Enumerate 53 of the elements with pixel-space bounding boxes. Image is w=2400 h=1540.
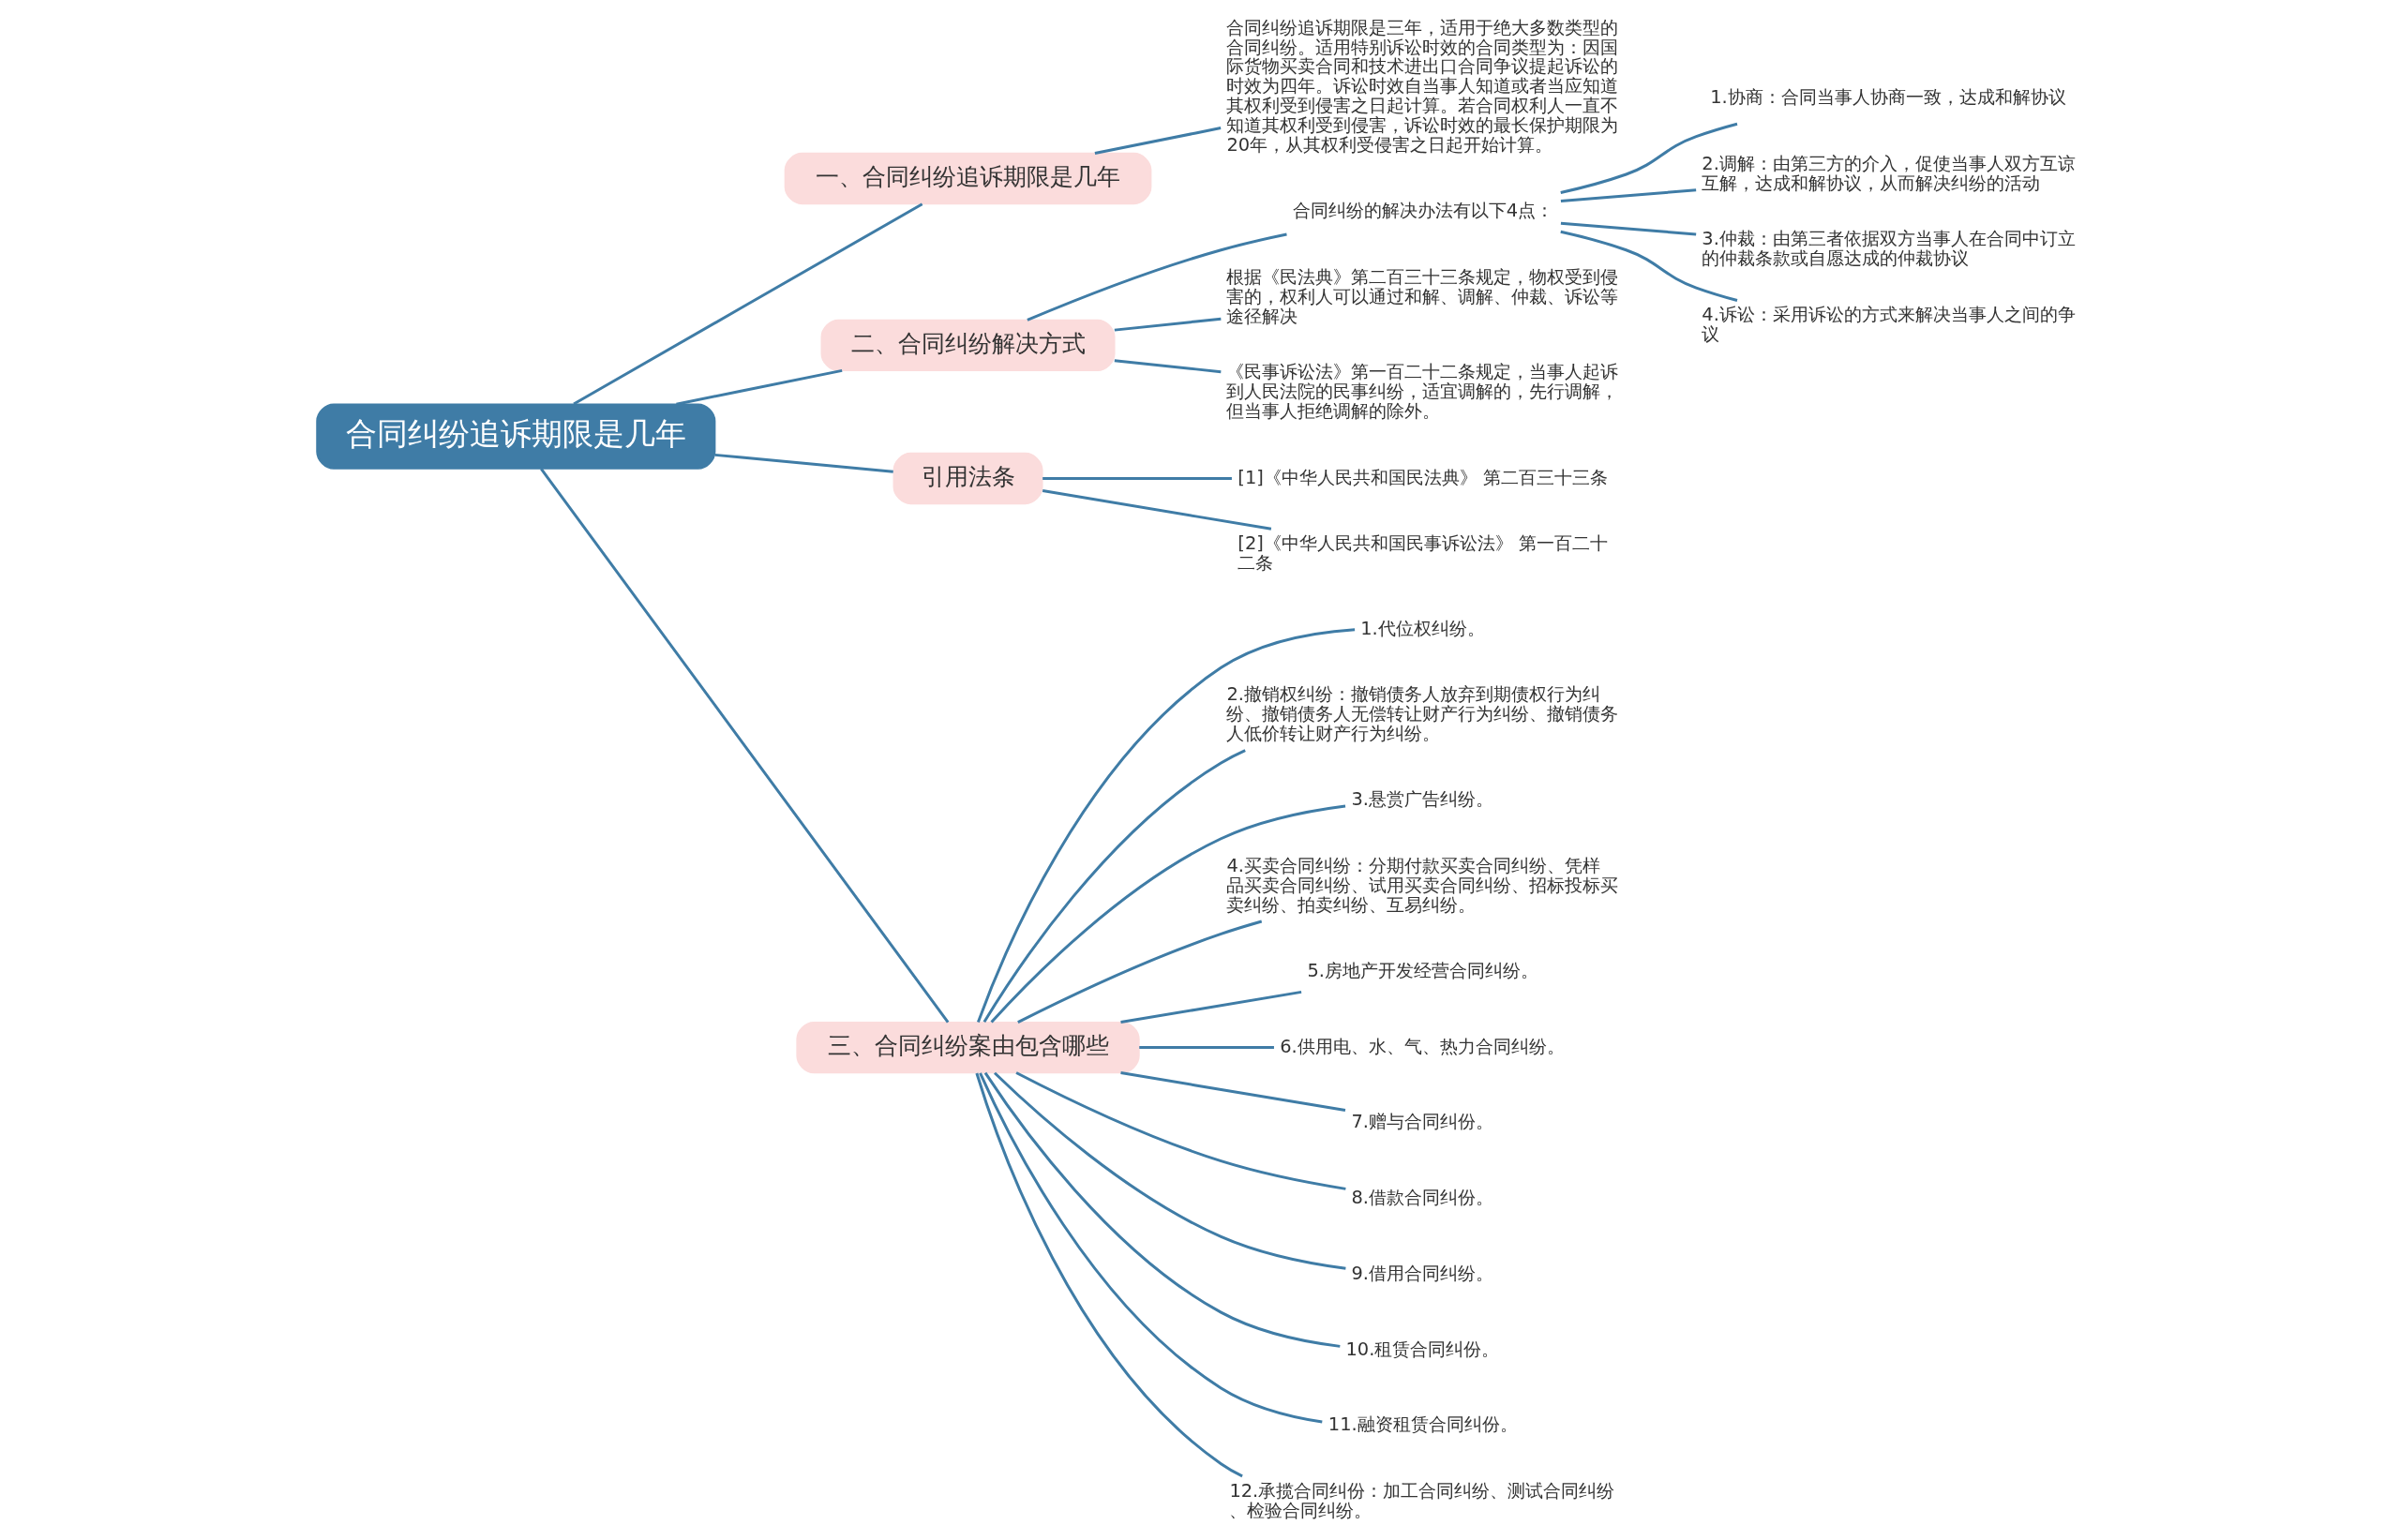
connector: [1560, 221, 1697, 236]
connector: [993, 1071, 1346, 1270]
node-text: 合同纠纷追诉期限是三年，适用于绝大多数类型的合同纠纷。适用特别诉讼时效的合同类型为：因国际货物买卖合同和技术进出口合同争议提起诉讼的时效为四年。诉讼时效自当事人知道或者当应知道其权利受到侵害之日起计算。若合同权利人一直不知道其权利受到侵害，诉讼时效的最长保护期限为20年，从其权利受侵害之日起开始计算。: [1226, 16, 1619, 157]
connector: [975, 1072, 1243, 1478]
node-box: 二、合同纠纷解决方式: [820, 319, 1116, 372]
connector: [1120, 990, 1302, 1024]
connector: [1017, 920, 1263, 1024]
connector: [676, 368, 843, 406]
node-text: 5.房地产开发经营合同纠纷。: [1307, 959, 1538, 981]
connector: [1139, 1046, 1274, 1050]
node-text: 3.仲裁：由第三者依据双方当事人在合同中订立的仲裁条款或自愿达成的仲裁协议: [1702, 228, 2076, 270]
node-text: 8.借款合同纠份。: [1351, 1187, 1494, 1209]
connector: [1042, 489, 1272, 531]
connector: [983, 1071, 1341, 1348]
connector: [1042, 477, 1232, 480]
node-text: 10.租赁合同纠份。: [1345, 1338, 1500, 1360]
node-text: [1]《中华人民共和国民法典》 第二百三十三条: [1238, 466, 1609, 488]
node-text: 根据《民法典》第二百三十三条规定，物权受到侵害的，权利人可以通过和解、调解、仲裁、诉讼等途径解决: [1226, 265, 1619, 327]
node-text: [2]《中华人民共和国民事诉讼法》 第一百二十二条: [1238, 531, 1609, 574]
connector: [540, 468, 950, 1024]
connector: [990, 804, 1346, 1024]
connector: [1560, 230, 1738, 302]
node-text: 1.代位权纠纷。: [1360, 618, 1485, 640]
connector: [979, 1072, 1323, 1424]
node-text: 6.供用电、水、气、热力合同纠纷。: [1280, 1035, 1565, 1057]
connector: [1015, 1071, 1346, 1190]
connector: [714, 453, 893, 473]
node-text: 12.承揽合同纠份：加工合同纠纷、测试合同纠纷、检验合同纠纷。: [1229, 1479, 1615, 1521]
node-text: 4.买卖合同纠纷：分期付款买卖合同纠纷、凭样品买卖合同纠纷、试用买卖合同纠纷、招标投标买卖纠纷、拍卖纠纷、互易纠纷。: [1226, 854, 1619, 916]
node-text: 《民事诉讼法》第一百二十二条规定，当事人起诉到人民法院的民事纠纷，适宜调解的，先行调解，但当事人拒绝调解的除外。: [1226, 361, 1619, 423]
node-text: 11.融资租赁合同纠份。: [1328, 1413, 1518, 1436]
node-text: 4.诉讼：采用诉讼的方式来解决当事人之间的争议: [1702, 304, 2076, 346]
node-text: 1.协商：合同当事人协商一致，达成和解协议: [1710, 86, 2066, 109]
node-text: 3.悬赏广告纠纷。: [1351, 788, 1494, 811]
node-text: 9.借用合同纠纷。: [1351, 1262, 1494, 1284]
node-text: 2.调解：由第三方的介入，促使当事人双方互谅互解，达成和解协议，从而解决纠纷的活动: [1702, 152, 2076, 194]
connector: [1120, 1071, 1346, 1113]
node-box: 合同纠纷追诉期限是几年: [316, 403, 716, 470]
node-box: 三、合同纠纷案由包含哪些: [796, 1021, 1140, 1074]
connector: [573, 202, 923, 406]
connector: [1114, 317, 1222, 332]
connector: [1114, 359, 1222, 374]
connector: [1560, 122, 1738, 194]
node-text: 合同纠纷的解决办法有以下4点：: [1292, 200, 1554, 222]
connector: [1027, 232, 1287, 321]
node-text: 7.赠与合同纠份。: [1351, 1111, 1494, 1133]
connector: [982, 749, 1246, 1024]
connector: [976, 628, 1356, 1023]
connector: [1560, 188, 1697, 203]
node-box: 引用法条: [892, 452, 1043, 505]
connector: [1094, 127, 1222, 155]
node-box: 一、合同纠纷追诉期限是几年: [784, 152, 1152, 205]
node-text: 2.撤销权纠纷：撤销债务人放弃到期债权行为纠纷、撤销债务人无偿转让财产行为纠纷、撤销债务人低价转让财产行为纠纷。: [1226, 683, 1619, 745]
